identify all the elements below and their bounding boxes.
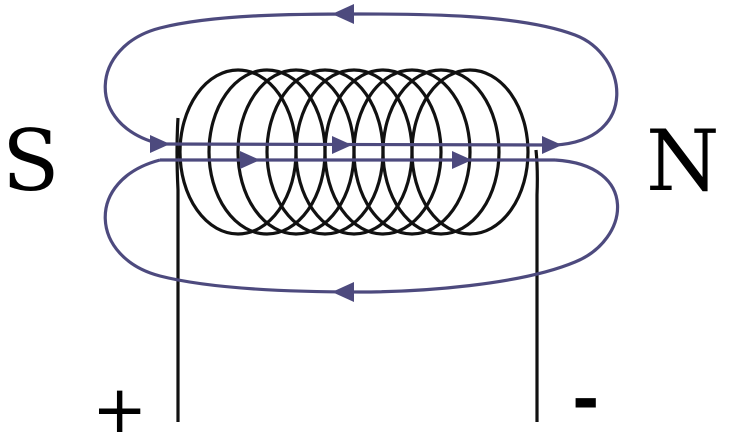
south-pole-label: S xyxy=(2,112,60,210)
lower-field-loop xyxy=(103,158,620,294)
axial-field-line-upper xyxy=(159,142,556,147)
arrow-axis-5 xyxy=(542,136,562,154)
arrow-axis-3 xyxy=(332,136,352,154)
arrow-top-left xyxy=(332,4,354,24)
negative-terminal-label: - xyxy=(572,361,599,436)
upper-field-loop xyxy=(103,12,619,147)
coil-turn xyxy=(381,68,501,236)
arrow-axis-1 xyxy=(150,135,170,153)
coil-turn xyxy=(352,68,472,236)
arrow-axis-2 xyxy=(240,151,260,169)
arrow-axis-4 xyxy=(452,151,472,169)
north-pole-label: N xyxy=(646,112,720,210)
negative-lead-wire xyxy=(534,149,539,422)
magnetic-field-lines xyxy=(103,4,620,302)
coil-turn xyxy=(410,68,530,236)
positive-lead-wire xyxy=(175,117,180,422)
arrow-bottom-left xyxy=(332,282,354,302)
coil-turn xyxy=(323,68,443,236)
coil-windings xyxy=(178,68,530,236)
positive-terminal-label: + xyxy=(92,371,147,436)
